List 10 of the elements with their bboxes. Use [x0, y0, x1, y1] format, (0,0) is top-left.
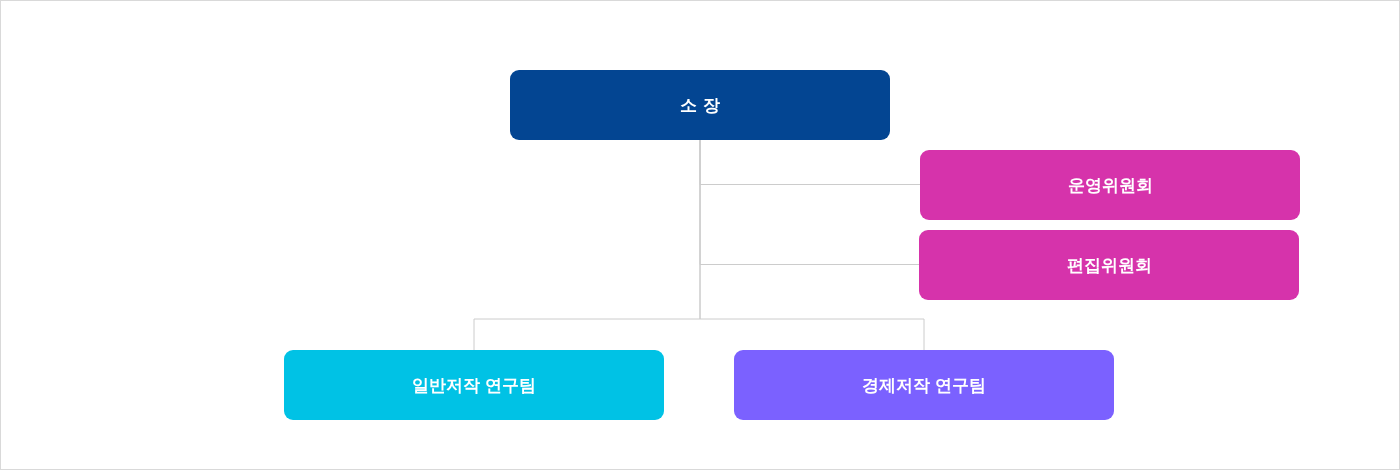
unit-name: 일반저작 연구팀: [411, 373, 537, 397]
org-box: [919, 230, 1299, 300]
unit-name: 경제저작 연구팀: [861, 373, 987, 397]
unit-name: 편집위원회: [1066, 253, 1152, 277]
unit-name: 운영위원회: [1067, 173, 1153, 197]
org-box: [510, 70, 890, 140]
org-box: [920, 150, 1300, 220]
unit-name: 소 장: [680, 93, 720, 117]
org-box: [734, 350, 1114, 420]
org-box: [284, 350, 664, 420]
